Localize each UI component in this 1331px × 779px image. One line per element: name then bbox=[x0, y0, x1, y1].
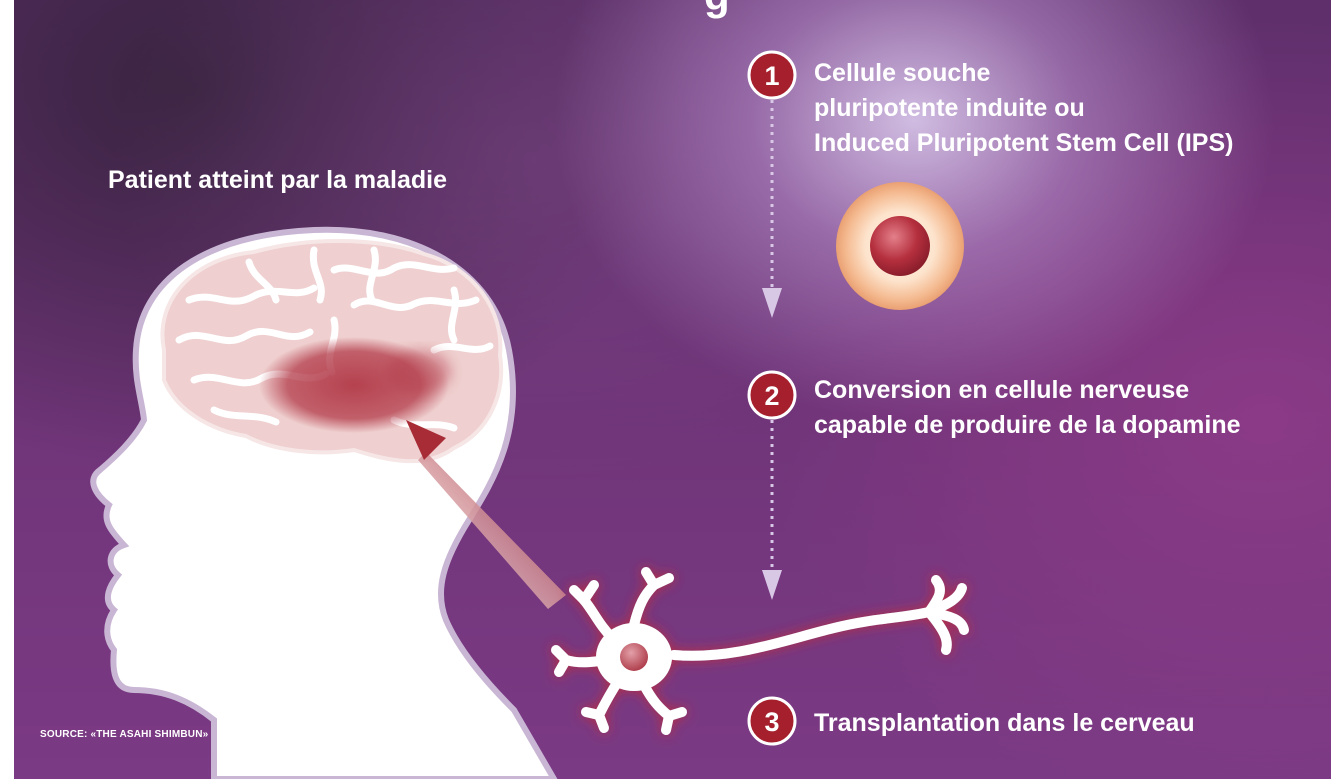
step-badge-3: 3 bbox=[749, 698, 795, 744]
source-credit: SOURCE: «THE ASAHI SHIMBUN» bbox=[40, 729, 208, 740]
svg-text:2: 2 bbox=[764, 381, 779, 411]
step-1-line: pluripotente induite ou bbox=[814, 91, 1233, 126]
step-connector-1 bbox=[762, 100, 782, 318]
infographic-panel: g bbox=[14, 0, 1331, 779]
step-connector-2 bbox=[762, 420, 782, 600]
step-1-line: Cellule souche bbox=[814, 56, 1233, 91]
step-2-text: Conversion en cellule nerveuse capable d… bbox=[814, 373, 1241, 443]
step-2-line: capable de produire de la dopamine bbox=[814, 408, 1241, 443]
step-badge-2: 2 bbox=[749, 372, 795, 418]
step-badge-1: 1 bbox=[749, 52, 795, 98]
step-3-text: Transplantation dans le cerveau bbox=[814, 706, 1195, 741]
svg-text:3: 3 bbox=[764, 707, 779, 737]
step-1-line: Induced Pluripotent Stem Cell (IPS) bbox=[814, 126, 1233, 161]
stem-cell-icon bbox=[836, 182, 964, 310]
step-1-text: Cellule souche pluripotente induite ou I… bbox=[814, 56, 1233, 161]
brain-icon bbox=[162, 241, 501, 461]
step-3-line: Transplantation dans le cerveau bbox=[814, 706, 1195, 741]
step-2-line: Conversion en cellule nerveuse bbox=[814, 373, 1241, 408]
svg-text:1: 1 bbox=[764, 61, 779, 91]
patient-label: Patient atteint par la maladie bbox=[108, 166, 447, 195]
